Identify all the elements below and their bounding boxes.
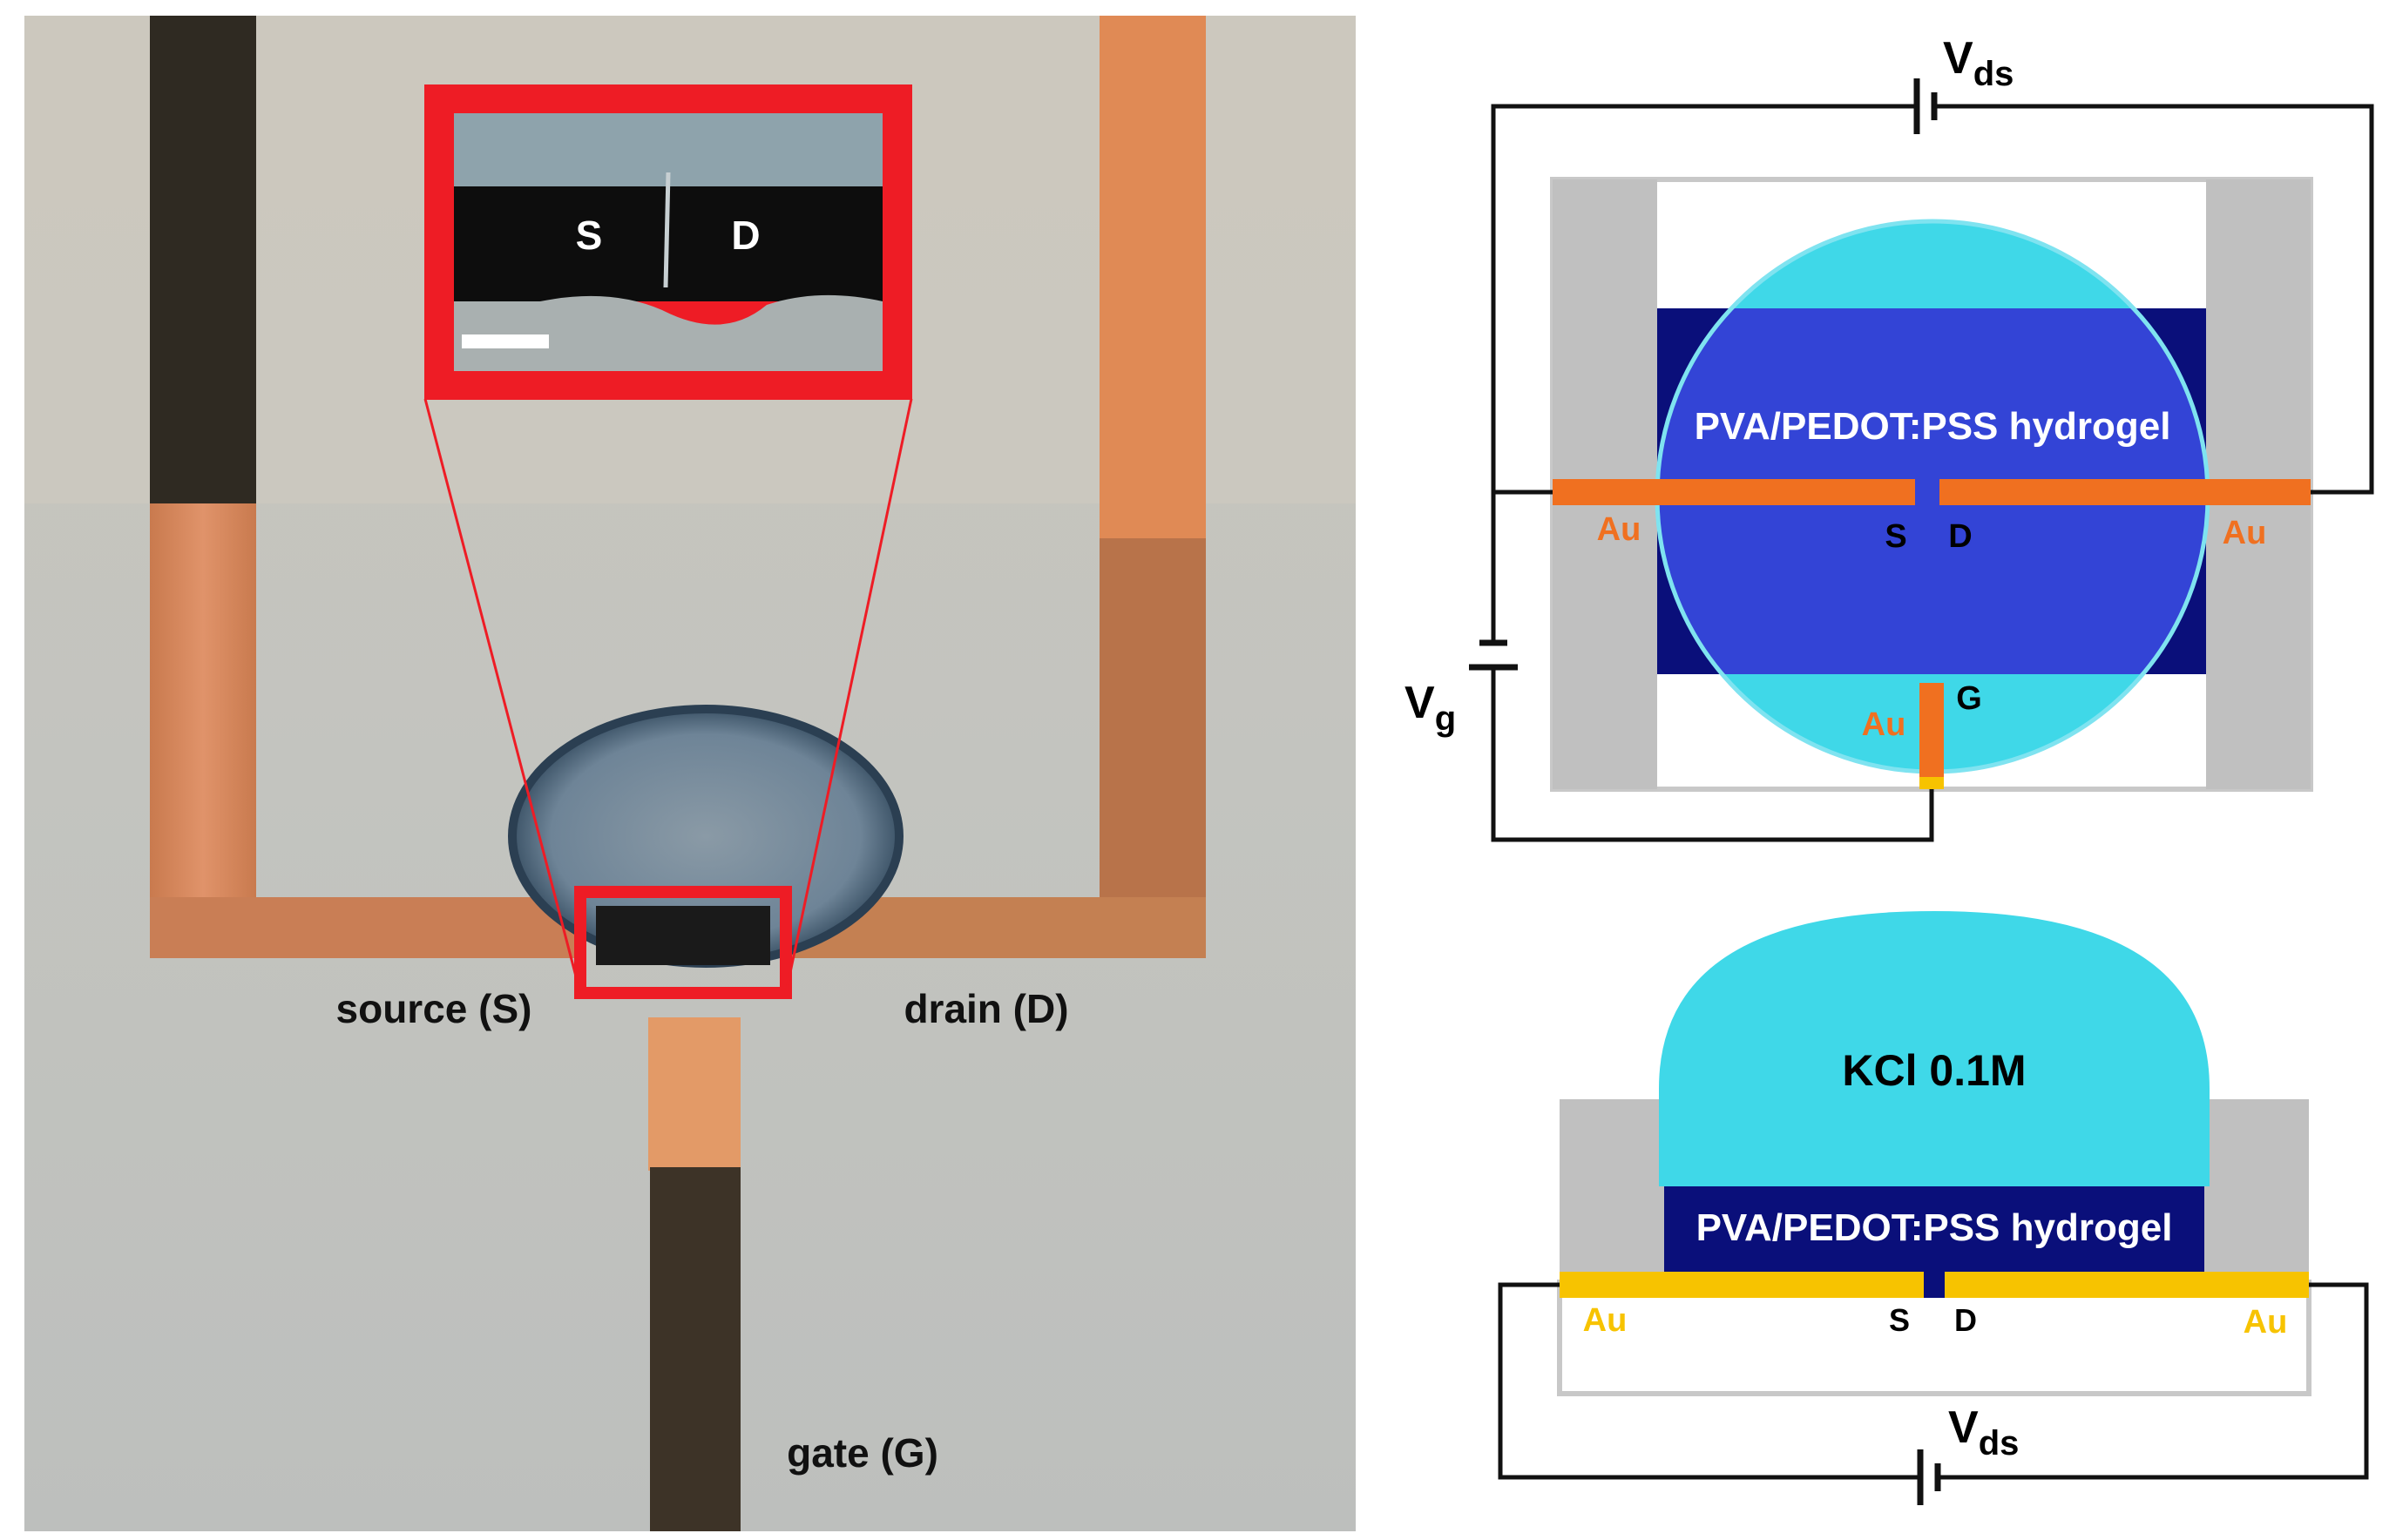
d-label-top: D xyxy=(1948,518,1972,555)
side-vds-wire-left xyxy=(1498,1282,1920,1480)
au-gate-electrode xyxy=(1919,683,1944,789)
electrolyte-label: KCl 0.1M xyxy=(1842,1046,2026,1095)
vg-label: Vg xyxy=(1404,678,1456,738)
channel-inset: S D xyxy=(424,84,912,400)
channel-region xyxy=(596,906,770,965)
au-left-label: Au xyxy=(1597,511,1641,548)
side-view-schematic: KCl 0.1M PVA/PEDOT:PSS hydrogel Au Au S … xyxy=(1498,911,2369,1505)
inset-gap-line xyxy=(663,172,671,288)
side-left-gray-pad xyxy=(1560,1099,1664,1282)
au-right-label: Au xyxy=(2223,515,2267,551)
vg-wire-bottom xyxy=(1491,667,1934,842)
vds-wire-left xyxy=(1491,104,1917,495)
side-vds-wire-right xyxy=(1938,1282,2369,1480)
side-substrate xyxy=(1557,1280,2311,1396)
hydrogel-label-top: PVA/PEDOT:PSS hydrogel xyxy=(1695,405,2171,448)
top-view-schematic: PVA/PEDOT:PSS hydrogel Au Au Au S D G Vd… xyxy=(1404,33,2374,842)
left-copper-trace xyxy=(150,503,256,956)
au-drain-electrode xyxy=(1939,479,2311,505)
vds-label-side: Vds xyxy=(1948,1402,2019,1462)
top-circuit-wires xyxy=(1491,104,2374,842)
hydrogel-label-side: PVA/PEDOT:PSS hydrogel xyxy=(1696,1206,2173,1249)
inset-scale-bar xyxy=(462,334,549,348)
side-au-right-label: Au xyxy=(2244,1304,2288,1341)
inset-image-bottom xyxy=(454,294,883,371)
left-dark-trace xyxy=(150,16,256,503)
right-copper-trace xyxy=(1100,538,1206,956)
side-s-label: S xyxy=(1889,1302,1910,1338)
side-au-drain xyxy=(1945,1272,2309,1298)
gate-tip xyxy=(1919,777,1944,789)
vds-label-top: Vds xyxy=(1943,33,2014,93)
zoom-line-left xyxy=(423,398,582,994)
side-channel-gap xyxy=(1924,1272,1945,1298)
source-label: source (S) xyxy=(336,986,532,1031)
gate-copper-pad xyxy=(648,1017,741,1171)
side-d-label: D xyxy=(1954,1302,1977,1338)
inset-drain-label: D xyxy=(731,213,760,258)
side-au-left-label: Au xyxy=(1583,1302,1628,1339)
side-au-source xyxy=(1560,1272,1924,1298)
gate-dark-trace xyxy=(650,1167,741,1531)
source-lead xyxy=(150,897,577,958)
au-source-electrode xyxy=(1553,479,1915,505)
zoom-line-right xyxy=(784,398,913,994)
zoom-target-box xyxy=(574,886,792,999)
inset-source-label: S xyxy=(576,213,603,258)
au-gate-label: Au xyxy=(1862,706,1906,743)
gate-label: gate (G) xyxy=(787,1430,938,1476)
side-circuit-wires xyxy=(1498,1282,2369,1480)
device-photo: S D xyxy=(24,16,1356,1531)
side-hydrogel-layer xyxy=(1664,1186,2204,1272)
vds-wire-right xyxy=(1934,104,2374,495)
right-upper-copper-trace xyxy=(1100,16,1206,538)
s-label-top: S xyxy=(1885,518,1906,555)
g-label-top: G xyxy=(1956,680,1982,717)
side-electrolyte-drop xyxy=(1659,911,2210,1186)
drain-label: drain (D) xyxy=(904,986,1068,1031)
side-right-gray-pad xyxy=(2204,1099,2309,1282)
